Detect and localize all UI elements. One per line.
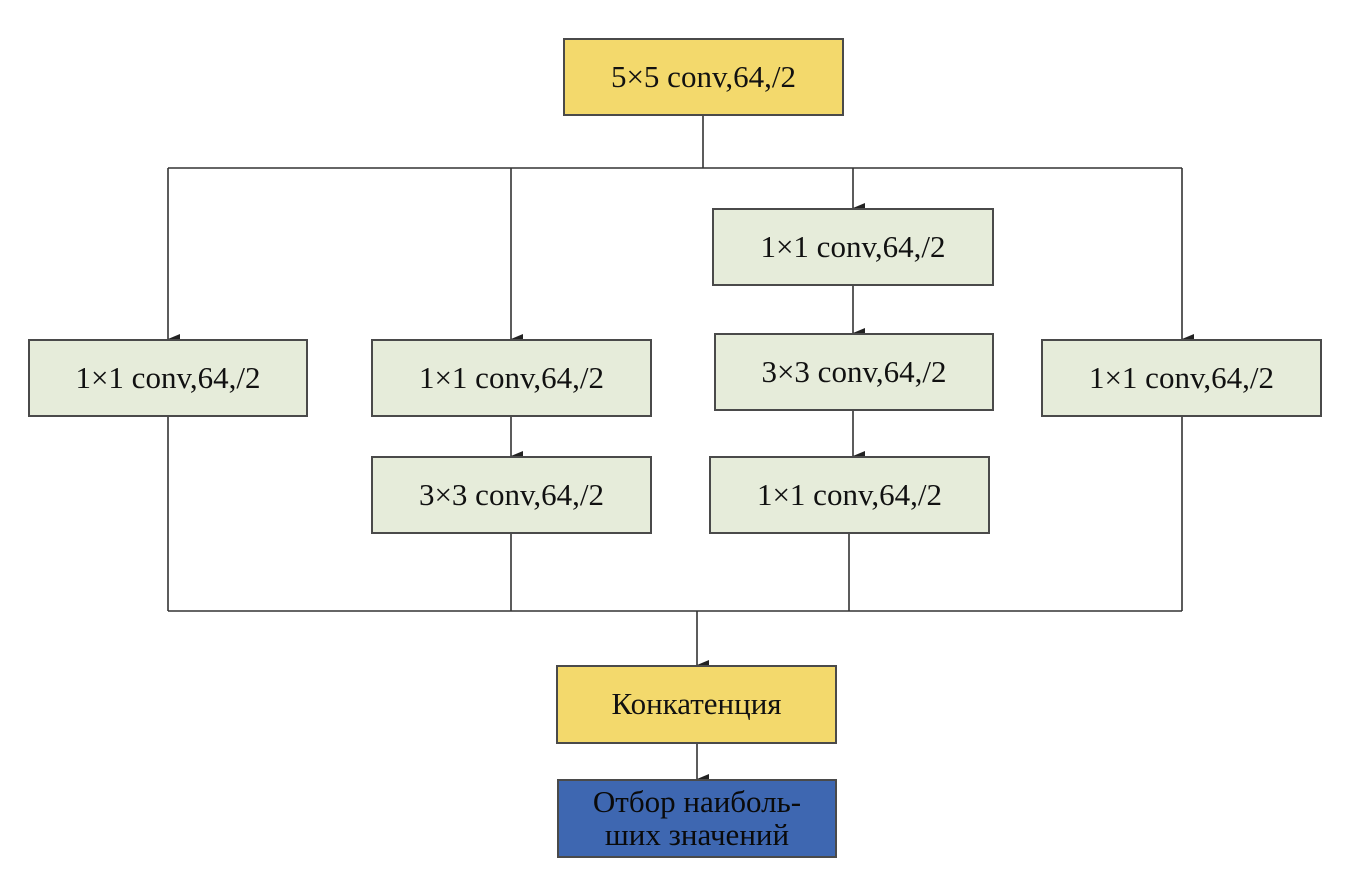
input-conv-node: 5×5 conv,64,/2 bbox=[563, 38, 844, 116]
branch1-conv-node: 1×1 conv,64,/2 bbox=[28, 339, 308, 417]
branch3-conv2-node: 3×3 conv,64,/2 bbox=[714, 333, 994, 411]
branch3-conv1-node: 1×1 conv,64,/2 bbox=[712, 208, 994, 286]
branch2-conv2-node: 3×3 conv,64,/2 bbox=[371, 456, 652, 534]
concat-node: Конкатенция bbox=[556, 665, 837, 744]
maxpool-node: Отбор наиболь-ших значений bbox=[557, 779, 837, 858]
branch4-conv-node: 1×1 conv,64,/2 bbox=[1041, 339, 1322, 417]
branch3-conv3-node: 1×1 conv,64,/2 bbox=[709, 456, 990, 534]
branch2-conv1-node: 1×1 conv,64,/2 bbox=[371, 339, 652, 417]
